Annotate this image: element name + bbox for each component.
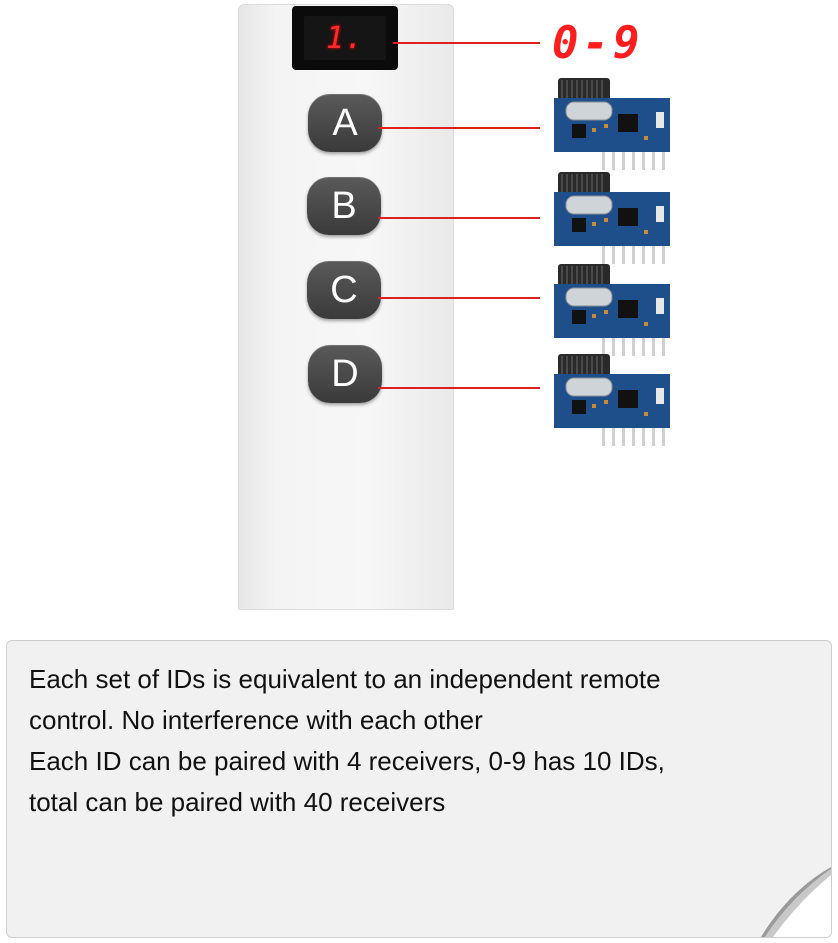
receiver-module-4	[554, 354, 670, 446]
receiver-module-1	[554, 78, 670, 170]
receiver-module-2	[554, 172, 670, 264]
receiver-module-3	[554, 264, 670, 356]
display-digit: 1.	[325, 20, 365, 56]
page-curl-icon	[761, 867, 831, 937]
info-line-4: total can be paired with 40 receivers	[29, 787, 446, 817]
info-line-2: control. No interference with each other	[29, 705, 483, 735]
info-line-3: Each ID can be paired with 4 receivers, …	[29, 746, 665, 776]
remote-button-d[interactable]: D	[308, 345, 382, 403]
info-line-1: Each set of IDs is equivalent to an inde…	[29, 664, 661, 694]
info-panel: Each set of IDs is equivalent to an inde…	[6, 640, 832, 938]
id-range-label: 0-9	[552, 18, 644, 69]
remote-button-c[interactable]: C	[307, 261, 381, 319]
display-panel: 1.	[304, 16, 386, 60]
remote-button-a[interactable]: A	[308, 94, 382, 152]
connector-lines	[378, 42, 540, 389]
remote-button-b[interactable]: B	[307, 177, 381, 235]
remote-display: 1.	[292, 6, 398, 70]
